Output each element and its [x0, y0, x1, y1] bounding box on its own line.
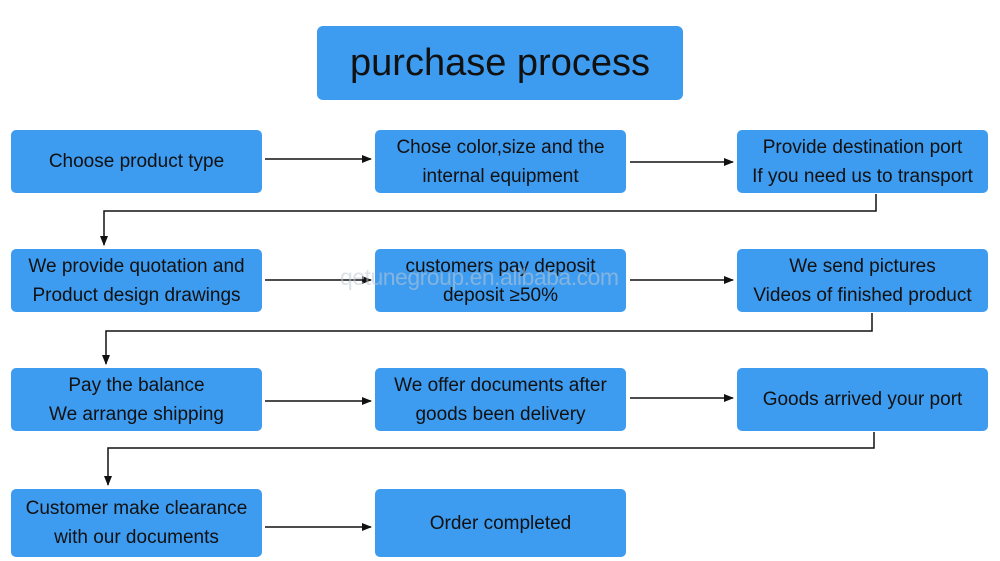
step-goods-arrived: Goods arrived your port — [737, 368, 988, 431]
step-provide-quotation: We provide quotation and Product design … — [11, 249, 262, 312]
step-label: with our documents — [54, 527, 219, 548]
step-order-completed: Order completed — [375, 489, 626, 557]
step-label: customers pay deposit — [405, 255, 596, 277]
step-offer-documents: We offer documents after goods been deli… — [375, 368, 626, 431]
arrow-down-return — [102, 313, 873, 365]
step-label: Goods arrived your port — [762, 389, 963, 410]
step-label: Order completed — [429, 512, 572, 534]
arrow-down-return — [100, 194, 877, 246]
watermark: qetunegroup.en.alibaba.com — [340, 264, 619, 290]
step-label: deposit ≥50% — [442, 284, 558, 306]
arrow-down-return — [104, 432, 875, 486]
step-pay-balance: Pay the balance We arrange shipping — [11, 368, 262, 431]
step-label: goods been delivery — [415, 403, 586, 425]
step-customer-clearance: Customer make clearance with our documen… — [11, 489, 262, 557]
step-label: Product design drawings — [32, 284, 241, 306]
step-label: We provide quotation and — [28, 255, 245, 277]
step-label: Choose product type — [48, 151, 225, 172]
step-provide-destination-port: Provide destination port If you need us … — [737, 130, 988, 193]
step-choose-product-type: Choose product type — [11, 130, 262, 193]
step-label: Chose color,size and the — [396, 136, 605, 158]
step-label: If you need us to transport — [752, 165, 973, 187]
step-label: internal equipment — [422, 165, 579, 187]
step-label: We send pictures — [789, 255, 936, 277]
step-label: Videos of finished product — [753, 284, 972, 306]
step-pay-deposit: customers pay deposit deposit ≥50% — [375, 249, 626, 312]
step-label: Pay the balance — [68, 374, 205, 396]
step-send-pictures: We send pictures Videos of finished prod… — [737, 249, 988, 312]
page-title: purchase process — [317, 26, 683, 100]
step-label: We arrange shipping — [49, 403, 224, 425]
step-label: We offer documents after — [394, 374, 607, 396]
step-choose-color-size: Chose color,size and the internal equipm… — [375, 130, 626, 193]
step-label: Provide destination port — [762, 136, 963, 158]
step-label: Customer make clearance — [25, 498, 248, 519]
